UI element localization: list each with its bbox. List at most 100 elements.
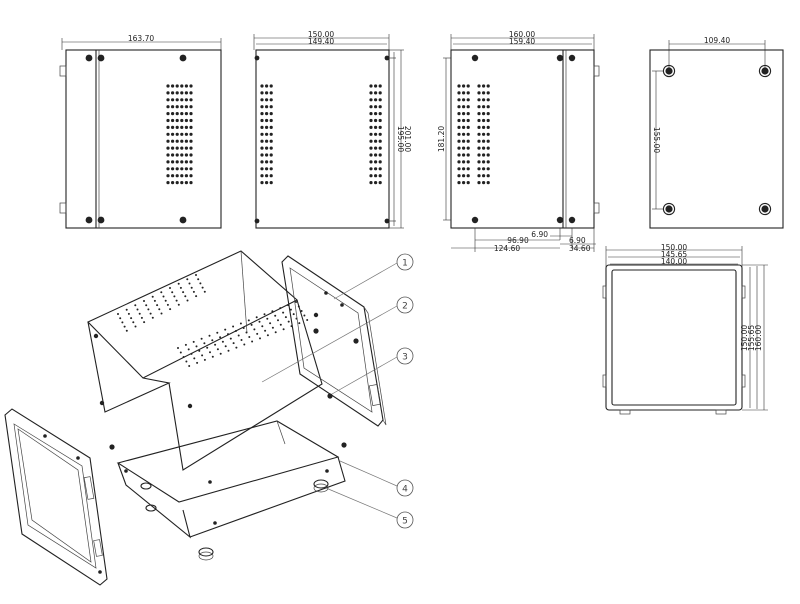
vent-hole: [277, 319, 279, 322]
vent-hole: [482, 125, 486, 129]
vent-hole: [462, 132, 466, 136]
vent-hole: [265, 146, 269, 150]
vent-hole: [482, 167, 486, 171]
vent-hole: [482, 153, 486, 157]
vent-hole: [171, 132, 175, 136]
vent-hole: [193, 357, 196, 360]
vent-hole: [477, 91, 481, 95]
vent-holes-top: [117, 274, 206, 332]
vent-hole: [292, 313, 295, 316]
screw-icon: [341, 442, 347, 448]
vent-hole: [224, 345, 227, 348]
vent-hole: [466, 118, 470, 123]
vent-hole: [486, 98, 490, 102]
vent-hole: [188, 365, 191, 367]
vent-hole: [219, 336, 222, 339]
vent-hole: [189, 84, 193, 88]
vent-hole: [184, 105, 188, 109]
vent-hole: [180, 132, 184, 136]
screw-head: [179, 216, 187, 224]
vent-hole: [171, 153, 175, 157]
vent-hole: [374, 181, 378, 185]
foot-icon: [761, 67, 769, 75]
vent-hole: [466, 174, 470, 178]
vent-hole: [182, 291, 185, 294]
vent-hole: [255, 316, 258, 319]
vent-hole: [242, 327, 245, 329]
vent-hole: [297, 305, 300, 308]
vent-hole: [269, 322, 272, 325]
vent-hole: [260, 174, 264, 178]
vent-hole: [369, 105, 373, 109]
vent-hole: [466, 105, 470, 109]
vent-hole: [189, 139, 193, 143]
vent-hole: [378, 125, 382, 129]
screw-icon: [327, 393, 333, 399]
screw-head: [179, 54, 187, 62]
vent-hole: [282, 311, 285, 314]
vent-hole: [206, 346, 209, 349]
vent-hole: [374, 91, 378, 95]
vent-holes-side: [177, 301, 309, 367]
vent-hole: [147, 308, 150, 311]
vent-hole: [486, 181, 490, 185]
vent-hole: [477, 139, 481, 143]
vent-hole: [477, 112, 481, 116]
vent-hole: [369, 153, 373, 157]
vent-hole: [269, 84, 273, 88]
vent-hole: [169, 308, 172, 311]
vent-hole: [250, 323, 253, 326]
vent-hole: [190, 352, 193, 355]
vent-hole: [182, 356, 185, 358]
vent-hole: [378, 167, 382, 171]
vent-hole: [171, 118, 175, 123]
vent-hole: [184, 146, 188, 150]
vent-hole: [486, 112, 490, 116]
vent-hole: [266, 334, 269, 337]
vent-hole: [201, 286, 204, 289]
vent-hole: [166, 98, 170, 102]
vent-hole: [457, 125, 461, 129]
vent-hole: [279, 323, 282, 326]
vent-hole: [260, 112, 264, 116]
vent-hole: [208, 334, 211, 337]
vent-hole: [457, 91, 461, 95]
vent-hole: [462, 167, 466, 171]
vent-hole: [486, 139, 490, 143]
vent-hole: [189, 98, 193, 102]
vent-hole: [127, 312, 130, 315]
vent-hole: [189, 174, 193, 178]
vent-hole: [295, 301, 297, 303]
vent-hole: [171, 98, 175, 102]
vent-hole: [243, 343, 246, 346]
vent-holes-right: [369, 84, 382, 185]
vent-hole: [166, 167, 170, 171]
vent-hole: [175, 112, 179, 116]
vent-hole: [462, 91, 466, 95]
vent-hole: [269, 132, 273, 136]
vent-hole: [260, 125, 264, 129]
vent-hole: [269, 174, 273, 178]
vent-hole: [466, 160, 470, 164]
view-back: 109.40 155.00: [649, 36, 784, 229]
vent-hole: [269, 125, 273, 129]
vent-hole: [211, 355, 214, 358]
vent-hole: [374, 174, 378, 178]
vent-hole: [482, 112, 486, 116]
vent-hole: [227, 333, 229, 336]
vent-hole: [175, 105, 179, 109]
vent-hole: [482, 181, 486, 185]
vent-hole: [121, 321, 124, 324]
vent-hole: [184, 118, 188, 123]
vent-hole: [239, 322, 242, 325]
vent-hole: [169, 287, 171, 289]
vent-hole: [265, 174, 269, 178]
vent-hole: [166, 112, 170, 116]
vent-hole: [269, 105, 273, 109]
vent-hole: [279, 307, 282, 310]
vent-hole: [175, 139, 179, 143]
vent-hole: [160, 291, 163, 294]
vent-hole: [457, 118, 461, 123]
vent-hole: [264, 329, 267, 332]
